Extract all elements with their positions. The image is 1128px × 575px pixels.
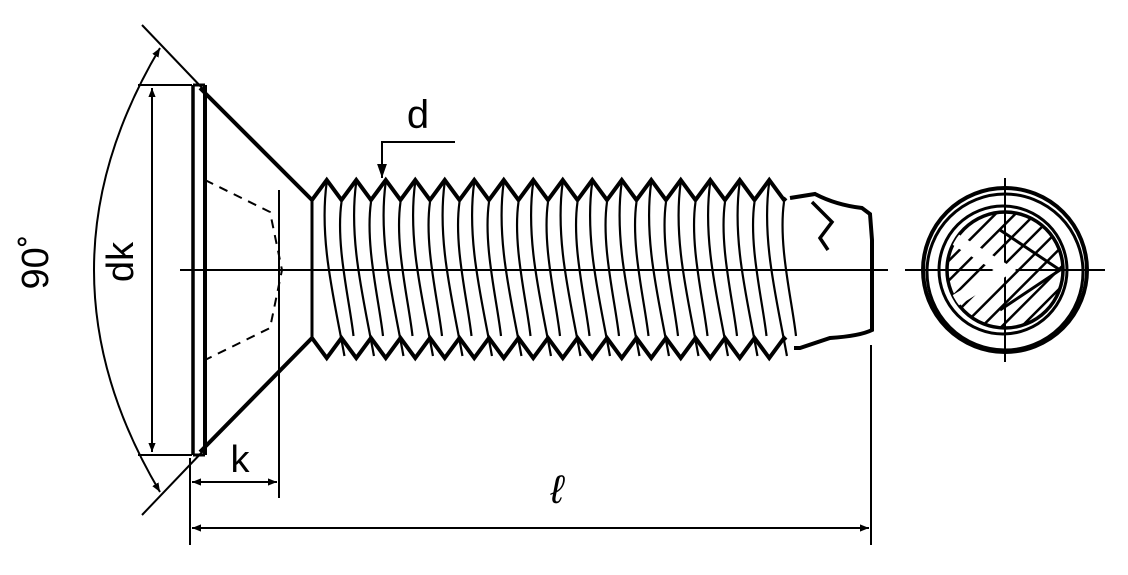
thread-root-line <box>751 201 768 337</box>
thread-crest-line <box>736 181 759 357</box>
thread-root-line <box>515 201 532 337</box>
thread-crest-line <box>470 181 494 357</box>
angle-label: 90˚ <box>15 235 57 290</box>
thread-helix-lines <box>323 181 798 357</box>
thread-root-line <box>663 201 680 337</box>
end-view <box>905 178 1105 362</box>
recess-hidden-lines <box>204 179 284 361</box>
thread-root-line <box>456 201 473 337</box>
angle-dimension <box>93 24 207 516</box>
thread-root-line <box>486 201 503 337</box>
thread-root-line <box>633 201 650 337</box>
screw-tip <box>789 191 874 350</box>
thread-crest-line <box>382 181 405 357</box>
thread-crest-line <box>323 181 346 357</box>
screw-head <box>191 83 314 457</box>
thread-top-profile <box>310 176 788 204</box>
thread-crest-line <box>588 181 612 357</box>
thread-crest-line <box>765 181 789 357</box>
thread-crest-line <box>500 181 523 357</box>
thread-root-line <box>692 201 709 337</box>
thread-crest-line <box>618 181 641 357</box>
thread-body <box>310 176 874 362</box>
thread-root-line <box>427 201 444 337</box>
thread-root-line <box>368 201 385 337</box>
thread-crest-line <box>706 181 730 357</box>
thread-crest-line <box>559 181 582 357</box>
thread-crest-line <box>647 181 671 357</box>
length-label: ℓ <box>550 468 566 512</box>
thread-crest-line <box>677 181 700 357</box>
thread-crest-line <box>441 181 464 357</box>
thread-root-line <box>574 201 591 337</box>
dk-label: dk <box>100 241 142 282</box>
k-label: k <box>231 439 251 481</box>
tip-slot <box>810 200 835 251</box>
k-dimension <box>189 190 280 545</box>
thread-root-line <box>604 201 621 337</box>
thread-root-line <box>545 201 562 337</box>
thread-root-line <box>397 201 414 337</box>
dk-dimension <box>138 84 192 456</box>
thread-crest-line <box>352 181 376 357</box>
thread-root-line <box>722 201 739 337</box>
thread-root-line <box>338 201 355 337</box>
thread-root-line <box>781 201 798 337</box>
d-leader <box>377 141 455 178</box>
length-dimension <box>192 345 872 545</box>
thread-crest-line <box>529 181 553 357</box>
thread-crest-line <box>411 181 435 357</box>
thread-bottom-profile <box>310 334 788 362</box>
d-label: d <box>407 93 429 137</box>
